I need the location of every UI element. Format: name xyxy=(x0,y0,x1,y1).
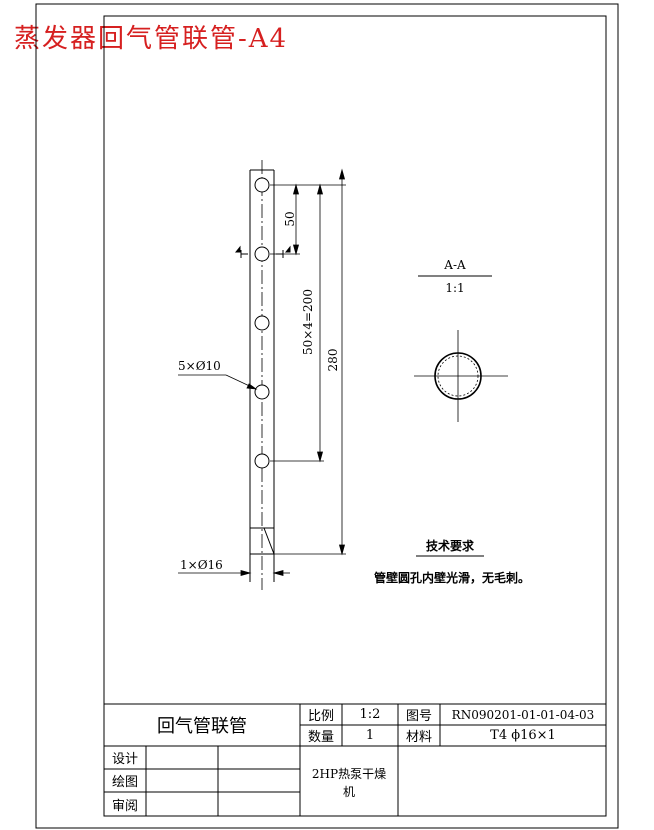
material-value: T4 ϕ16×1 xyxy=(490,728,556,743)
hole-5 xyxy=(254,453,270,469)
product-line-2: 机 xyxy=(342,784,355,799)
drawing-no-label: 图号 xyxy=(405,709,432,724)
hole-1 xyxy=(254,177,270,193)
draw-label: 绘图 xyxy=(111,775,138,790)
hole-leader xyxy=(178,374,258,390)
scale-value: 1:2 xyxy=(359,707,381,722)
pipe-body xyxy=(249,160,275,590)
product-line-1: 2HP热泵干燥 xyxy=(311,766,387,781)
hole-3 xyxy=(254,315,270,331)
dim-pitch-text: 50 xyxy=(283,211,297,227)
hole-2 xyxy=(254,246,270,262)
inner-frame xyxy=(103,15,607,817)
drawing-no: RN090201-01-01-04-03 xyxy=(451,707,595,722)
extension-lines xyxy=(270,184,346,555)
review-label: 审阅 xyxy=(111,798,138,814)
outer-frame xyxy=(35,3,619,829)
qty-value: 1 xyxy=(365,728,375,743)
section-scale: 1:1 xyxy=(445,281,465,295)
dim-span-text: 50×4=200 xyxy=(301,289,315,355)
material-label: 材料 xyxy=(405,730,432,745)
dim-span-line xyxy=(316,183,324,463)
bottom-callout-text: 1×Ø16 xyxy=(180,558,223,572)
document-title: 蒸发器回气管联管-A4 xyxy=(14,24,289,54)
scale-label: 比例 xyxy=(307,709,334,724)
section-view xyxy=(414,330,508,422)
qty-label: 数量 xyxy=(307,730,334,745)
section-label: A-A xyxy=(444,258,466,272)
dim-pitch-line xyxy=(292,183,300,256)
design-label: 设计 xyxy=(111,752,138,767)
hole-4 xyxy=(254,384,270,400)
dim-total-text: 280 xyxy=(326,348,340,372)
title-block-lines xyxy=(103,703,607,817)
hole-callout-text: 5×Ø10 xyxy=(178,359,221,373)
holes xyxy=(254,177,270,469)
bottom-dim xyxy=(178,569,290,577)
part-name: 回气管联管 xyxy=(157,716,247,737)
dim-total-line xyxy=(338,168,346,556)
tech-note: 管壁圆孔内壁光滑，无毛刺。 xyxy=(374,570,531,585)
tech-title: 技术要求 xyxy=(425,538,474,553)
